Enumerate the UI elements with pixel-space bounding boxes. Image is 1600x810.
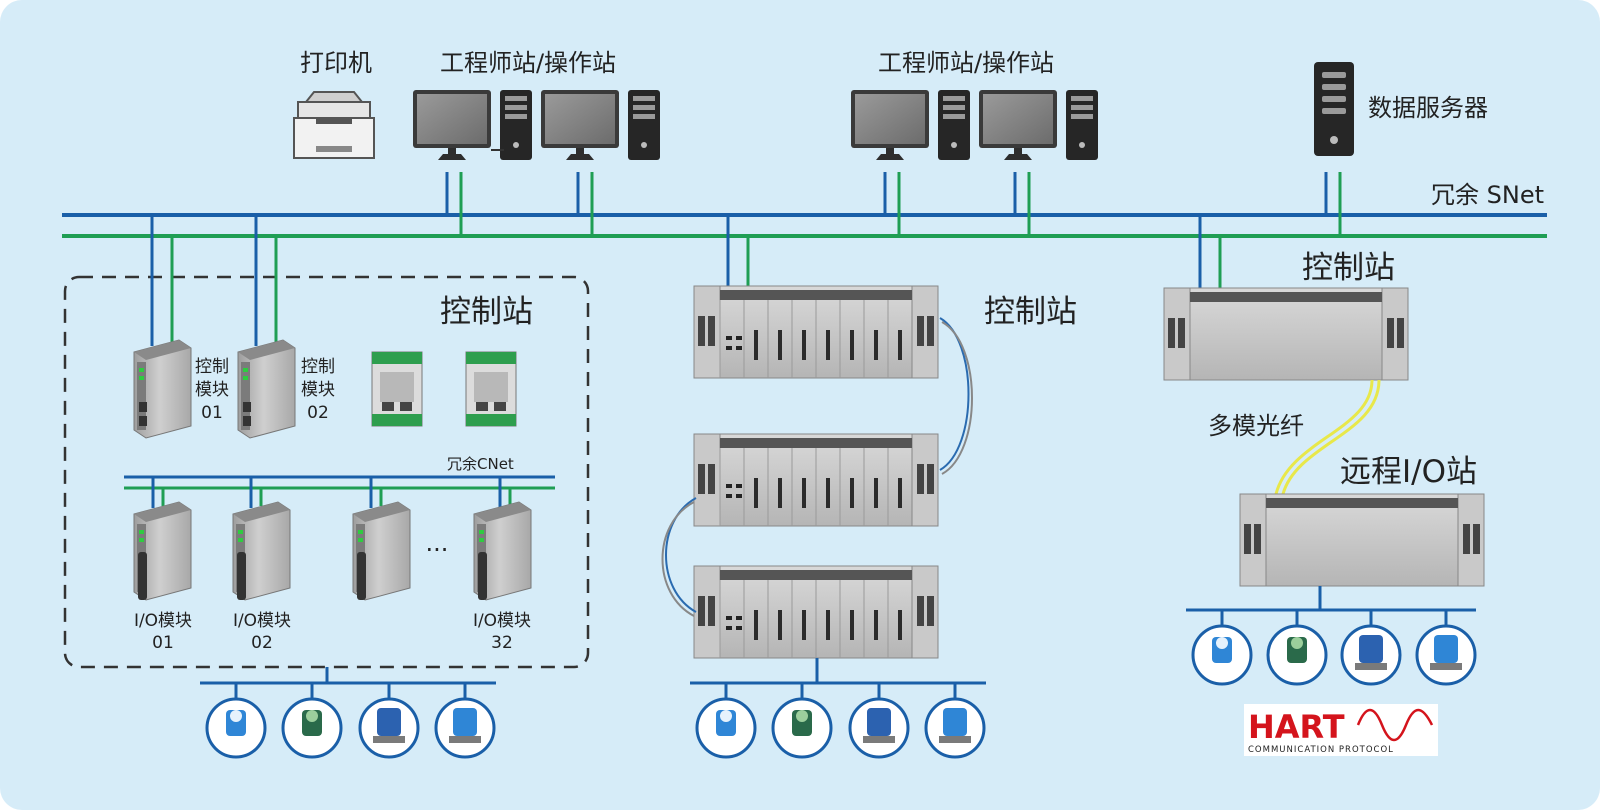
- rack-slot-indicator: [754, 478, 758, 508]
- rack-slot-indicator: [802, 330, 806, 360]
- rack-slot-indicator: [874, 330, 878, 360]
- hart-logo-tagline: COMMUNICATION PROTOCOL: [1248, 745, 1394, 755]
- hart-logo: HART COMMUNICATION PROTOCOL: [1244, 704, 1438, 756]
- mid-station-drops: [726, 215, 750, 286]
- rack-slot-indicator: [754, 610, 758, 640]
- computer-tower-icon: [1066, 90, 1098, 160]
- io-module-32-line1: I/O模块: [473, 611, 531, 631]
- control-station-left-boundary: [63, 275, 590, 669]
- control-module-02-line2: 模块: [301, 380, 335, 400]
- io-module-02: [232, 501, 291, 601]
- control-module-drops: [150, 215, 278, 346]
- rack-slot-indicator: [898, 330, 902, 360]
- io-module-ellipsis: ...: [426, 529, 449, 557]
- control-station-right-label: 控制站: [1302, 250, 1395, 286]
- io-module-02-line2: 02: [251, 633, 273, 653]
- io-module-drops: [151, 477, 512, 508]
- rack-slot-indicator: [802, 478, 806, 508]
- terminal-module-2: [465, 351, 517, 427]
- io-module-32-line2: 32: [491, 633, 513, 653]
- control-station-mid-label: 控制站: [984, 294, 1077, 330]
- field-bus-right: [1186, 586, 1476, 627]
- rack-slot-indicator: [874, 610, 878, 640]
- workstation-left-1: [413, 90, 532, 160]
- rack-slot-indicator: [778, 478, 782, 508]
- rack-slot-indicator: [826, 478, 830, 508]
- control-station-left-label: 控制站: [440, 294, 533, 330]
- control-module-02-line1: 控制: [301, 357, 335, 377]
- right-station-drops: [1198, 215, 1222, 288]
- control-module-01: [133, 339, 192, 439]
- instrument-glyphs-left: [226, 708, 481, 743]
- rack-slot-indicator: [778, 610, 782, 640]
- computer-tower-icon: [500, 90, 532, 160]
- rack-slot-indicator: [850, 610, 854, 640]
- field-bus-left: [200, 667, 496, 699]
- computer-tower-icon: [628, 90, 660, 160]
- io-module-n: [352, 501, 411, 601]
- io-module-01-line1: I/O模块: [134, 611, 192, 631]
- data-server-icon: [1314, 62, 1354, 156]
- rack-cpu-leds: [726, 336, 742, 350]
- rack-cpu-leds: [726, 484, 742, 498]
- rack-slot-indicator: [874, 478, 878, 508]
- rack-slot-indicator: [898, 478, 902, 508]
- rack-slot-indicator: [850, 330, 854, 360]
- rack-slot-indicator: [778, 330, 782, 360]
- remote-io-rack: [1239, 493, 1485, 587]
- snet-label: 冗余 SNet: [1431, 181, 1544, 209]
- snet-bus: [62, 213, 1547, 238]
- rack-slot-indicator: [802, 610, 806, 640]
- rack-cpu-leds: [726, 616, 742, 630]
- rack-slot-indicator: [850, 478, 854, 508]
- multimode-fiber-label: 多模光纤: [1208, 412, 1304, 440]
- field-bus-mid: [690, 658, 986, 699]
- terminal-module-1: [371, 351, 423, 427]
- eng-station-left-label: 工程师站/操作站: [440, 49, 616, 77]
- right-rack: [1163, 287, 1409, 381]
- top-device-drops: [445, 172, 1342, 236]
- hart-logo-word: HART: [1248, 708, 1345, 746]
- control-module-01-line1: 控制: [195, 357, 229, 377]
- io-module-32: [473, 501, 532, 601]
- io-module-02-line1: I/O模块: [233, 611, 291, 631]
- printer-icon: [293, 91, 375, 159]
- multimode-fiber: [1274, 379, 1381, 495]
- control-module-02: [237, 339, 296, 439]
- io-module-01-line2: 01: [152, 633, 174, 653]
- control-module-01-line2: 模块: [195, 380, 229, 400]
- remote-io-station-label: 远程I/O站: [1340, 454, 1477, 490]
- printer-label: 打印机: [300, 49, 372, 77]
- io-module-01: [133, 501, 192, 601]
- instrument-glyphs-mid: [716, 708, 971, 743]
- rack-slot-indicator: [754, 330, 758, 360]
- cnet-bus: [124, 475, 555, 490]
- rack-slot-indicator: [898, 610, 902, 640]
- rack-slot-indicator: [826, 330, 830, 360]
- control-module-01-line3: 01: [201, 403, 223, 423]
- rack-slot-indicator: [826, 610, 830, 640]
- cnet-label: 冗余CNet: [447, 455, 514, 473]
- control-module-02-line3: 02: [307, 403, 329, 423]
- eng-station-right-label: 工程师站/操作站: [878, 49, 1054, 77]
- instrument-glyphs-right: [1212, 635, 1462, 670]
- rack-cables: [661, 317, 973, 617]
- data-server-label: 数据服务器: [1368, 94, 1488, 122]
- computer-tower-icon: [938, 90, 970, 160]
